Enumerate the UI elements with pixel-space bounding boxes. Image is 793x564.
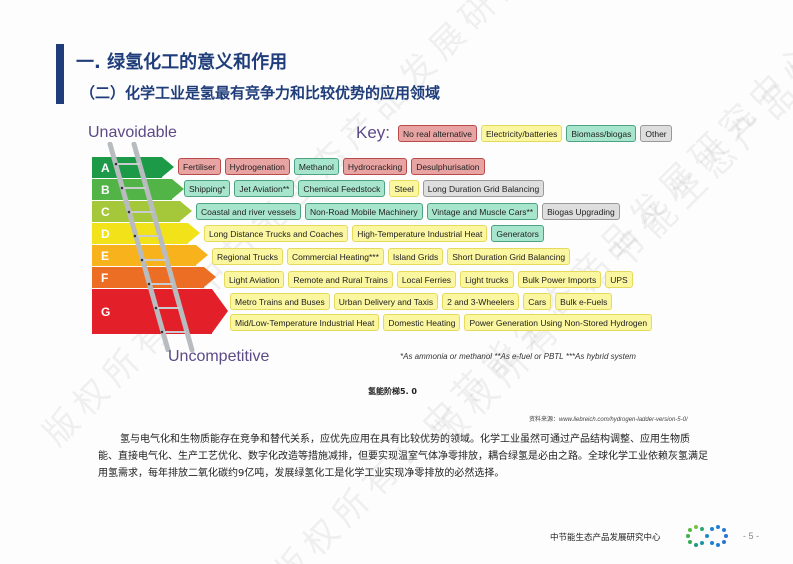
tag: 2 and 3-Wheelers (442, 293, 520, 310)
row-d: Long Distance Trucks and Coaches High-Te… (204, 225, 544, 242)
band-letter: E (101, 248, 110, 263)
tag: Bulk Power Imports (517, 271, 602, 288)
band-arrow (180, 201, 192, 221)
source-label: 资料来源： (529, 417, 560, 423)
band-arrow (196, 245, 208, 265)
band-e: E (92, 245, 208, 266)
row-c: Coastal and river vessels Non-Road Mobil… (196, 203, 620, 220)
tag: Light trucks (460, 271, 514, 288)
section-subtitle: （二）化学工业是氢最有竞争力和比较优势的应用领域 (80, 84, 441, 102)
tag: Hydrogenation (224, 158, 290, 175)
band-arrow (212, 289, 228, 333)
tag: Power Generation Using Non-Stored Hydrog… (464, 314, 653, 331)
tag: UPS (605, 271, 633, 288)
tag: Light Aviation (224, 271, 285, 288)
row-g2: Mid/Low-Temperature Industrial Heat Dome… (230, 314, 653, 331)
row-e: Regional Trucks Commercial Heating*** Is… (212, 248, 571, 265)
band-f: F (92, 267, 216, 288)
tag: High-Temperature Industrial Heat (352, 225, 488, 242)
tag: Domestic Heating (383, 314, 461, 331)
tag: Cars (523, 293, 552, 310)
figure-footnote: *As ammonia or methanol **As e-fuel or P… (400, 352, 636, 361)
page-title: 一. 绿氢化工的意义和作用 (76, 52, 288, 73)
title-accent-bar (56, 44, 64, 104)
unavoidable-label: Unavoidable (88, 124, 177, 141)
row-g1: Metro Trains and Buses Urban Delivery an… (230, 293, 613, 310)
band-arrow (162, 157, 174, 177)
source-url: www.liebreich.com/hydrogen-ladder-versio… (559, 417, 688, 423)
tag: Non-Road Mobile Machinery (304, 203, 423, 220)
body-paragraph: 氢与电气化和生物质能存在竞争和替代关系，应优先应用在具有比较优势的领域。化学工业… (98, 434, 708, 479)
tag: Shipping* (184, 180, 231, 197)
tag: Fertiliser (178, 158, 221, 175)
band-arrow (188, 223, 200, 243)
band-c: C (92, 201, 192, 222)
band-g: G (92, 289, 228, 334)
organization-logo-icon (686, 525, 728, 547)
footer-organization: 中节能生态产品发展研究中心 (550, 533, 661, 543)
page-number: - 5 - (743, 531, 760, 541)
tag: Short Duration Grid Balancing (447, 248, 571, 265)
legend: Key: No real alternative Electricity/bat… (356, 123, 672, 143)
tag: Methanol (293, 158, 339, 175)
tag: Chemical Feedstock (298, 180, 386, 197)
tag: Generators (491, 225, 544, 242)
legend-item-biomass: Biomass/biogas (566, 124, 637, 142)
tag: Regional Trucks (212, 248, 283, 265)
band-letter: B (101, 182, 110, 197)
band-b: B (92, 179, 184, 200)
tag: Hydrocracking (342, 158, 408, 175)
legend-item-electricity: Electricity/batteries (481, 124, 563, 142)
tag: Urban Delivery and Taxis (333, 293, 439, 310)
row-a: Fertiliser Hydrogenation Methanol Hydroc… (178, 158, 485, 175)
tag: Desulphurisation (411, 158, 485, 175)
tag: Vintage and Muscle Cars** (426, 203, 539, 220)
legend-item-no-real-alternative: No real alternative (398, 124, 478, 142)
tag: Long Distance Trucks and Coaches (204, 225, 349, 242)
band-arrow (172, 179, 184, 199)
row-f: Light Aviation Remote and Rural Trains L… (224, 271, 633, 288)
tag: Jet Aviation** (234, 180, 295, 197)
tag: Biogas Upgrading (542, 203, 620, 220)
tag: Long Duration Grid Balancing (422, 180, 545, 197)
band-letter: A (101, 160, 110, 175)
band-d: D (92, 223, 200, 244)
tag: Mid/Low-Temperature Industrial Heat (230, 314, 380, 331)
tag: Island Grids (387, 248, 444, 265)
figure-source: 资料来源：www.liebreich.com/hydrogen-ladder-v… (529, 414, 688, 423)
tag: Bulk e-Fuels (555, 293, 613, 310)
row-b: Shipping* Jet Aviation** Chemical Feedst… (184, 180, 545, 197)
tag: Metro Trains and Buses (230, 293, 330, 310)
band-letter: G (101, 304, 111, 319)
band-a: A (92, 157, 174, 178)
tag: Commercial Heating*** (286, 248, 384, 265)
figure-caption: 氢能阶梯5. 0 (368, 387, 417, 396)
tag: Remote and Rural Trains (288, 271, 393, 288)
hydrogen-ladder-figure: Unavoidable Key: No real alternative Ele… (88, 120, 708, 370)
band-letter: C (101, 204, 110, 219)
band-letter: F (101, 270, 109, 285)
uncompetitive-label: Uncompetitive (168, 348, 270, 365)
band-arrow (204, 267, 216, 287)
tag: Steel (389, 180, 419, 197)
tag: Local Ferries (396, 271, 457, 288)
legend-item-other: Other (640, 124, 672, 142)
legend-title: Key: (356, 123, 391, 142)
tag: Coastal and river vessels (196, 203, 301, 220)
band-letter: D (101, 226, 110, 241)
